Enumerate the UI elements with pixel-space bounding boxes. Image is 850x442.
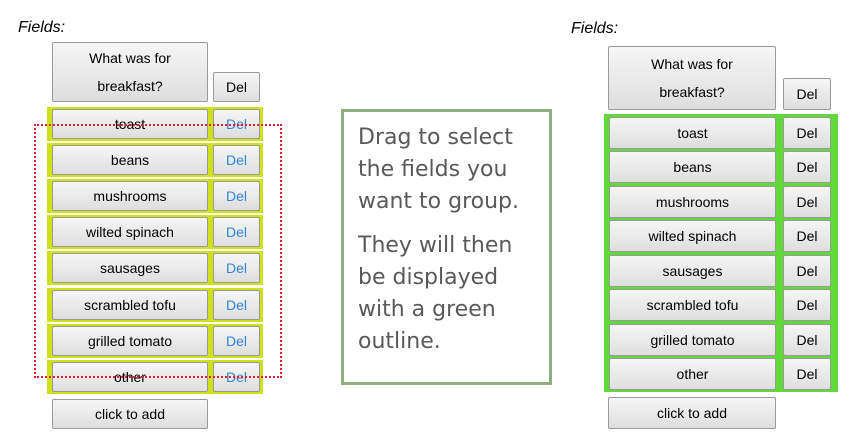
field-del-button[interactable]: Del bbox=[213, 181, 260, 211]
add-field-button[interactable]: click to add bbox=[608, 397, 776, 429]
field-del-button[interactable]: Del bbox=[213, 326, 260, 356]
field-del-button[interactable]: Del bbox=[783, 289, 831, 321]
field-del-button[interactable]: Del bbox=[783, 117, 831, 149]
fields-label: Fields: bbox=[571, 20, 619, 37]
add-field-button[interactable]: click to add bbox=[52, 399, 208, 429]
field-button-mushrooms[interactable]: mushrooms bbox=[52, 181, 208, 211]
field-button-mushrooms[interactable]: mushrooms bbox=[609, 186, 776, 218]
field-del-button[interactable]: Del bbox=[783, 255, 831, 287]
question-button[interactable]: What was for breakfast? bbox=[52, 42, 208, 102]
field-button-toast[interactable]: toast bbox=[609, 117, 776, 149]
field-button-beans[interactable]: beans bbox=[609, 151, 776, 183]
field-button-wilted-spinach[interactable]: wilted spinach bbox=[52, 217, 208, 247]
field-button-beans[interactable]: beans bbox=[52, 145, 208, 175]
instruction-text-2: They will then be displayed with a green… bbox=[358, 233, 513, 354]
instruction-text-1: Drag to select the fields you want to gr… bbox=[358, 125, 520, 214]
question-del-button[interactable]: Del bbox=[213, 72, 260, 102]
field-button-scrambled-tofu[interactable]: scrambled tofu bbox=[609, 289, 776, 321]
field-button-grilled-tomato[interactable]: grilled tomato bbox=[609, 324, 776, 356]
drag-selection-rectangle bbox=[34, 124, 282, 378]
question-button[interactable]: What was for breakfast? bbox=[608, 46, 776, 110]
field-del-button[interactable]: Del bbox=[783, 186, 831, 218]
fields-label: Fields: bbox=[18, 19, 66, 36]
field-del-button[interactable]: Del bbox=[213, 145, 260, 175]
field-del-button[interactable]: Del bbox=[783, 324, 831, 356]
field-button-scrambled-tofu[interactable]: scrambled tofu bbox=[52, 290, 208, 320]
question-del-button[interactable]: Del bbox=[783, 78, 831, 110]
question-line-1: What was for bbox=[89, 50, 171, 66]
field-button-sausages[interactable]: sausages bbox=[609, 255, 776, 287]
field-del-button[interactable]: Del bbox=[213, 253, 260, 283]
field-del-button[interactable]: Del bbox=[783, 151, 831, 183]
field-button-grilled-tomato[interactable]: grilled tomato bbox=[52, 326, 208, 356]
field-del-button[interactable]: Del bbox=[783, 358, 831, 390]
field-del-button[interactable]: Del bbox=[213, 290, 260, 320]
question-line-2: breakfast? bbox=[97, 78, 163, 94]
field-button-sausages[interactable]: sausages bbox=[52, 253, 208, 283]
question-line-1: What was for bbox=[651, 56, 733, 72]
question-line-2: breakfast? bbox=[659, 84, 725, 100]
field-del-button[interactable]: Del bbox=[783, 220, 831, 252]
instruction-note: Drag to select the fields you want to gr… bbox=[341, 109, 552, 385]
field-button-wilted-spinach[interactable]: wilted spinach bbox=[609, 220, 776, 252]
field-del-button[interactable]: Del bbox=[213, 217, 260, 247]
field-button-other[interactable]: other bbox=[609, 358, 776, 390]
